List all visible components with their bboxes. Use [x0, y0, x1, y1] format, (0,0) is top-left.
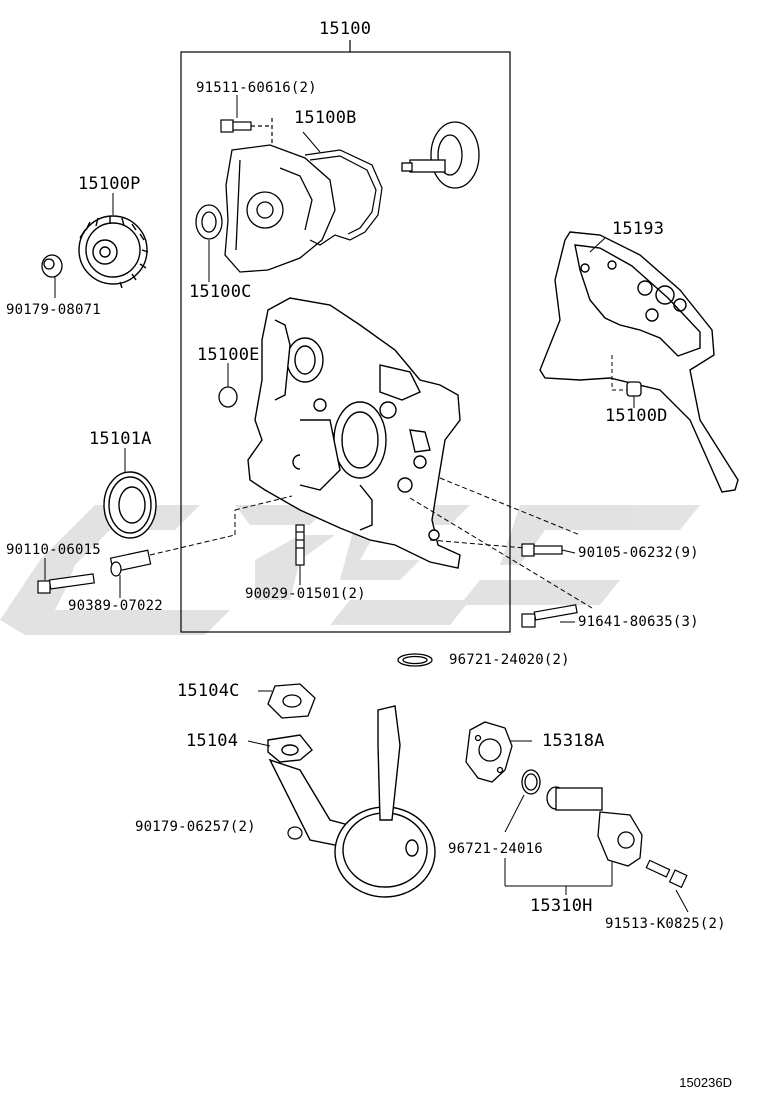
water-pump-body-icon	[224, 144, 336, 273]
gasket-15104C-icon	[267, 683, 316, 719]
pump-pulley-icon	[401, 121, 480, 189]
diagram-code: 150236D	[679, 1075, 732, 1090]
plug-15100E-icon	[218, 386, 238, 408]
part-label-15100C: 15100C	[189, 282, 252, 302]
pin-90389-icon	[109, 549, 152, 577]
sprocket-15100P-icon	[78, 215, 149, 289]
seal-15100C-icon	[195, 204, 223, 240]
part-label-90179-06257: 90179-06257(2)	[135, 819, 256, 835]
assembly-frame-15100	[180, 51, 511, 633]
part-label-15101A: 15101A	[89, 429, 152, 449]
gasket-15318A-icon	[465, 721, 513, 783]
part-label-91641: 91641-80635(3)	[578, 614, 699, 630]
part-label-90105: 90105-06232(9)	[578, 545, 699, 561]
oil-pump-body-icon	[247, 297, 461, 569]
gasket-15193-icon	[539, 231, 739, 493]
part-label-91511: 91511-60616(2)	[196, 80, 317, 96]
stud-90029-icon	[295, 524, 305, 566]
part-label-15100B: 15100B	[294, 108, 357, 128]
relief-valve-15310H-icon	[546, 786, 643, 867]
bolt-91641-icon	[521, 604, 578, 628]
nut-90179-06257-icon	[287, 826, 303, 840]
bolt-91513-icon	[645, 859, 688, 889]
part-label-90389: 90389-07022	[68, 598, 163, 614]
part-label-90029: 90029-01501(2)	[245, 586, 366, 602]
part-label-15104: 15104	[186, 731, 239, 751]
nut-90179-08071-icon	[41, 254, 63, 278]
part-label-15100P: 15100P	[78, 174, 141, 194]
bolt-90110-icon	[37, 573, 95, 594]
watermark-logo	[0, 505, 700, 635]
oring-96721-24020-icon	[397, 653, 433, 667]
part-label-91513: 91513-K0825(2)	[605, 916, 726, 932]
bolt-90105-icon	[521, 543, 563, 557]
part-label-96721-24020: 96721-24020(2)	[449, 652, 570, 668]
oil-strainer-15104-icon	[267, 705, 436, 898]
gasket-15100B-icon	[304, 149, 383, 246]
part-label-15310H: 15310H	[530, 896, 593, 916]
part-label-90179-08071: 90179-08071	[6, 302, 101, 318]
part-label-15100: 15100	[319, 19, 372, 39]
part-label-15193: 15193	[612, 219, 665, 239]
part-label-90110: 90110-06015	[6, 542, 101, 558]
plug-15100D-icon	[626, 381, 642, 397]
part-label-15104C: 15104C	[177, 681, 240, 701]
part-label-15100D: 15100D	[605, 406, 668, 426]
part-label-96721-24016: 96721-24016	[448, 841, 543, 857]
oring-96721-24016-icon	[521, 769, 541, 795]
part-label-15318A: 15318A	[542, 731, 605, 751]
part-label-15100E: 15100E	[197, 345, 260, 365]
oil-seal-15101A-icon	[103, 471, 157, 539]
